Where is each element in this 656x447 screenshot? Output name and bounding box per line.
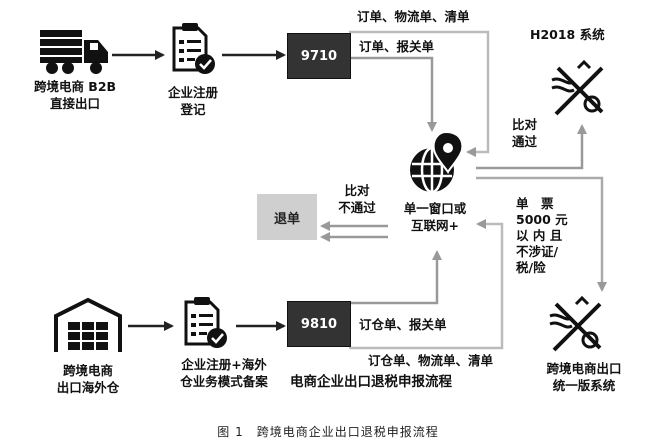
edge-label-top-outer: 订单、物流单、清单 xyxy=(357,9,470,24)
figure-caption: 图 1 跨境电商企业出口退税申报流程 xyxy=(217,425,439,439)
arrow-9810-to-globe xyxy=(349,250,442,305)
reject-order-box: 退单 xyxy=(257,194,317,240)
warehouse-icon xyxy=(54,297,122,352)
customs-emblem-icon-bottom xyxy=(549,296,602,352)
overseas-warehouse-label: 跨境电商出口海外仓 xyxy=(56,363,120,395)
edge-label-bottom-outer: 订仓单、物流单、清单 xyxy=(368,353,494,368)
edge-label-bottom-inner: 订仓单、报关单 xyxy=(359,317,447,332)
arrow-globe-to-h2018 xyxy=(476,124,587,170)
customs-emblem-icon xyxy=(551,60,604,116)
registration-filing-doc-icon xyxy=(184,297,227,348)
edge-label-top-inner: 订单、报关单 xyxy=(359,39,435,54)
pass-check-label: 比对通过 xyxy=(512,117,538,149)
single-window-label: 单一窗口或互联网+ xyxy=(403,201,467,233)
truck-icon xyxy=(40,30,108,74)
code-9810-box: 9810 xyxy=(287,301,351,347)
h2018-system-label: H2018 系统 xyxy=(530,27,605,42)
registration-filing-label: 企业注册+海外仓业务模式备案 xyxy=(180,357,268,389)
overlay-title-text: 电商企业出口退税申报流程 xyxy=(290,374,452,390)
registration-top-label: 企业注册登记 xyxy=(167,85,218,117)
fail-check-label: 比对不通过 xyxy=(338,183,376,215)
arrow-9810-outer xyxy=(349,219,504,350)
arrow-9710-to-globe xyxy=(349,56,437,132)
code-9710-box: 9710 xyxy=(287,33,351,79)
registration-doc-icon xyxy=(172,23,215,74)
globe-location-icon xyxy=(410,130,464,194)
arrow-globe-to-unified xyxy=(476,176,607,292)
threshold-condition-label: 单 票 5000 元 以 内 且 不涉证/ 税/险 xyxy=(516,196,568,275)
unified-system-label: 跨境电商出口统一版系统 xyxy=(546,361,622,393)
arrow-9710-outer xyxy=(349,30,490,157)
